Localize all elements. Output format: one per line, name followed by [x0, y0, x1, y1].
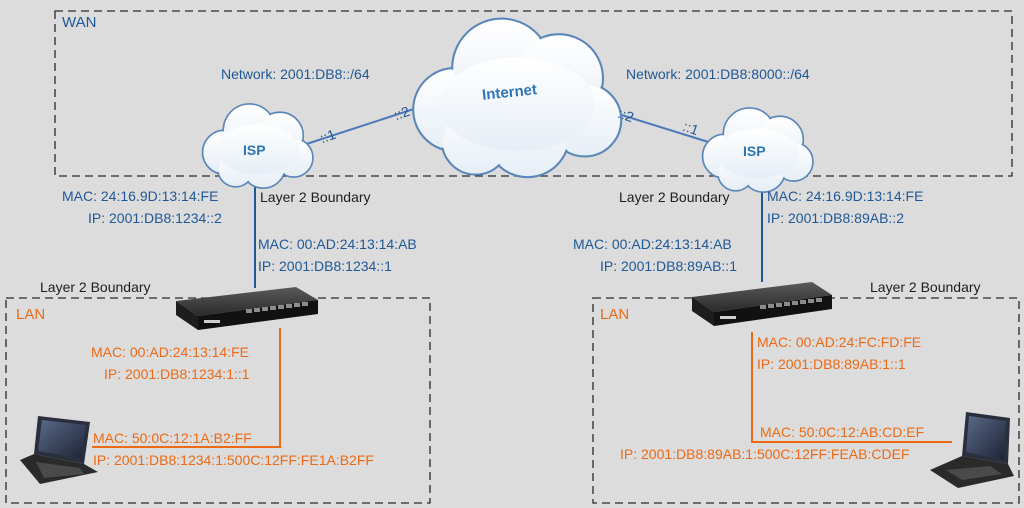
left-router-lan-ip-label: IP: 2001:DB8:1234:1::1: [104, 366, 250, 382]
right-host-ip-label: IP: 2001:DB8:89AB:1:500C:12FF:FEAB:CDEF: [620, 446, 910, 462]
left-wan-network-label: Network: 2001:DB8::/64: [221, 66, 370, 82]
right-isp-label: ISP: [743, 143, 766, 159]
right-wan-network-label: Network: 2001:DB8:8000::/64: [626, 66, 810, 82]
right-laptop-icon: [930, 412, 1014, 488]
left-isp-internet-link: [287, 106, 421, 151]
left-isp-ip-label: IP: 2001:DB8:1234::2: [88, 210, 222, 226]
left-host-mac-label: MAC: 50:0C:12:1A:B2:FF: [93, 430, 252, 446]
left-top-boundary-label: Layer 2 Boundary: [260, 189, 371, 205]
left-isp-label: ISP: [243, 142, 266, 158]
wan-zone-label: WAN: [62, 14, 97, 31]
left-router-lan-mac-label: MAC: 00:AD:24:13:14:FE: [91, 344, 249, 360]
left-host-ip-label: IP: 2001:DB8:1234:1:500C:12FF:FE1A:B2FF: [93, 452, 374, 468]
right-router-lan-mac-label: MAC: 00:AD:24:FC:FD:FE: [757, 334, 922, 350]
left-isp-mac-label: MAC: 24:16.9D:13:14:FE: [62, 188, 219, 204]
left-lan-link: [92, 328, 281, 448]
right-lan-zone-label: LAN: [600, 306, 630, 323]
right-isp-mac-label: MAC: 24:16.9D:13:14:FE: [767, 188, 924, 204]
right-isp-internet-link: [611, 111, 719, 146]
left-bottom-boundary-label: Layer 2 Boundary: [40, 279, 151, 295]
right-bottom-boundary-label: Layer 2 Boundary: [870, 279, 981, 295]
left-router-switch-icon: [176, 287, 318, 330]
right-router-switch-icon: [692, 282, 832, 326]
right-top-boundary-label: Layer 2 Boundary: [619, 189, 730, 205]
right-router-wan-ip-label: IP: 2001:DB8:89AB::1: [600, 258, 737, 274]
right-router-wan-mac-label: MAC: 00:AD:24:13:14:AB: [573, 236, 732, 252]
left-router-wan-ip-label: IP: 2001:DB8:1234::1: [258, 258, 392, 274]
right-lan-link: [751, 332, 952, 443]
left-router-wan-mac-label: MAC: 00:AD:24:13:14:AB: [258, 236, 417, 252]
right-host-mac-label: MAC: 50:0C:12:AB:CD:EF: [760, 424, 925, 440]
right-router-lan-ip-label: IP: 2001:DB8:89AB:1::1: [757, 356, 906, 372]
right-isp-ip-label: IP: 2001:DB8:89AB::2: [767, 210, 904, 226]
left-laptop-icon: [20, 416, 98, 484]
left-lan-zone-label: LAN: [16, 306, 46, 323]
